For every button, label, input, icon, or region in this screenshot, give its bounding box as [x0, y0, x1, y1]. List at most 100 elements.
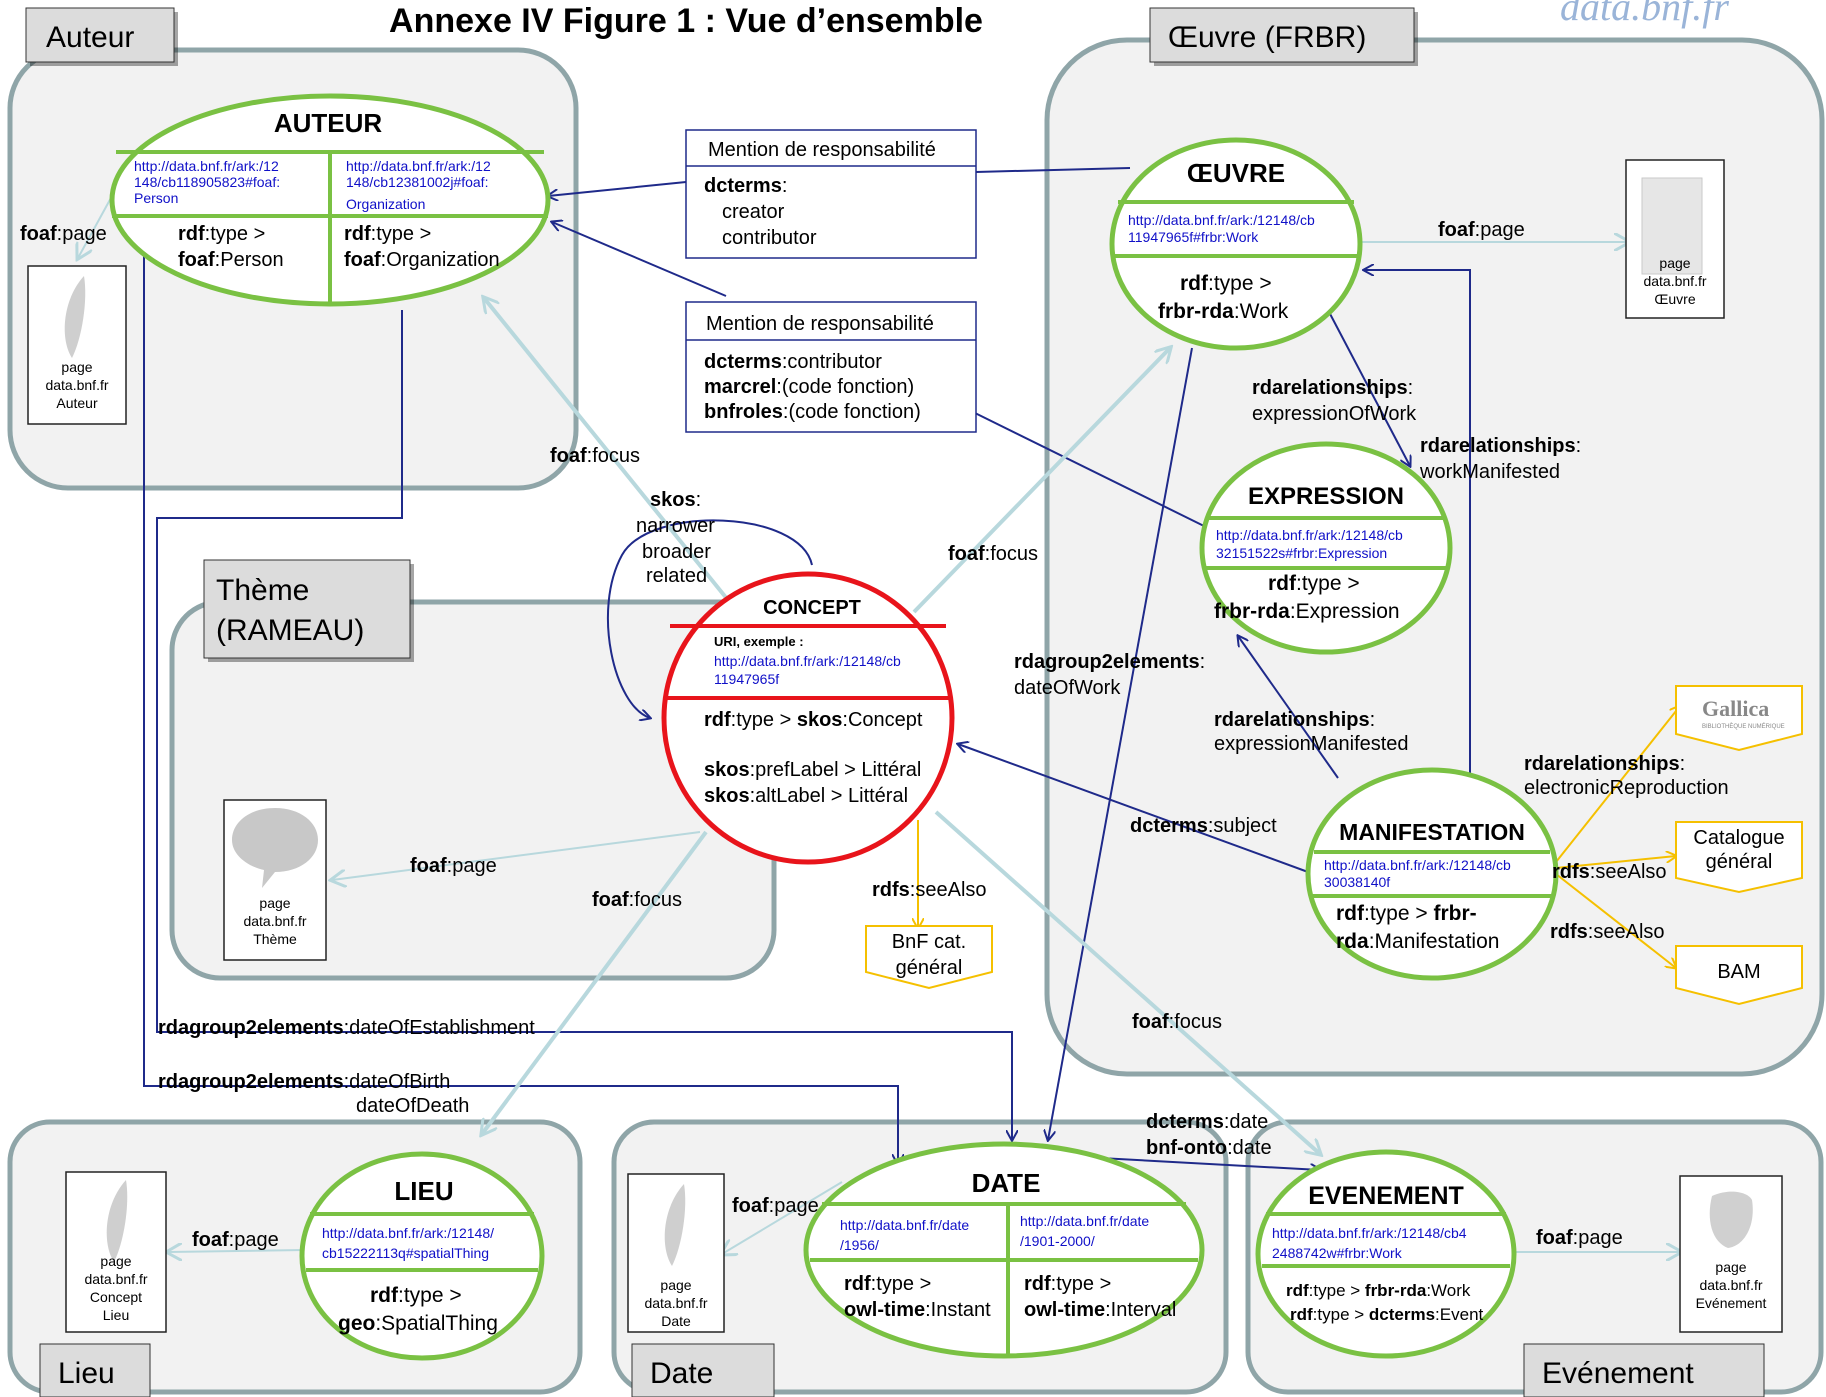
svg-text:http://data.bnf.fr/ark:/12: http://data.bnf.fr/ark:/12 — [134, 158, 279, 174]
svg-text:rda:Manifestation: rda:Manifestation — [1336, 930, 1499, 953]
svg-text:bnf-onto:date: bnf-onto:date — [1146, 1137, 1272, 1159]
node-expression: EXPRESSION http://data.bnf.fr/ark:/12148… — [1199, 441, 1453, 655]
node-concept-title: CONCEPT — [763, 597, 861, 619]
svg-text:data.bnf.fr: data.bnf.fr — [644, 1295, 707, 1311]
edge-concept-lieu-focus — [482, 830, 708, 1134]
relations-foaf — [482, 298, 1320, 1154]
svg-text:/1901-2000/: /1901-2000/ — [1020, 1233, 1095, 1249]
svg-text:rdagroup2elements:dateOfEstabl: rdagroup2elements:dateOfEstablishment — [158, 1017, 535, 1039]
edge-auteur-page — [78, 195, 113, 258]
svg-text:dateOfWork: dateOfWork — [1014, 677, 1121, 699]
svg-text:contributor: contributor — [722, 227, 817, 249]
svg-text:rdf:type >: rdf:type > — [1024, 1273, 1111, 1295]
page-oeuvre: page data.bnf.fr Œuvre — [1625, 159, 1725, 319]
edge-date-page — [722, 1181, 843, 1254]
node-date: DATE http://data.bnf.fr/date /1956/ http… — [803, 1141, 1205, 1359]
svg-text:rdagroup2elements:: rdagroup2elements: — [1014, 651, 1205, 673]
diagram-title: Annexe IV Figure 1 : Vue d’ensemble — [389, 2, 983, 40]
svg-text:148/cb118905823#foaf:: 148/cb118905823#foaf: — [134, 174, 280, 190]
svg-text:rdarelationships:: rdarelationships: — [1420, 435, 1581, 457]
edge-auteur-birth — [143, 222, 898, 1164]
edge-manifestation-concept — [958, 744, 1309, 873]
group-label-date: Date — [631, 1343, 775, 1397]
svg-text:BAM: BAM — [1717, 961, 1760, 983]
edge-concept-self — [606, 519, 813, 718]
svg-text:http://data.bnf.fr/ark:/12148/: http://data.bnf.fr/ark:/12148/cb — [1324, 857, 1511, 873]
svg-text:/1956/: /1956/ — [840, 1237, 879, 1253]
page-evenement: page data.bnf.fr Evénement — [1679, 1175, 1783, 1333]
svg-text:foaf:Person: foaf:Person — [178, 249, 284, 271]
svg-text:général: général — [896, 957, 963, 979]
svg-text:bnfroles:(code fonction): bnfroles:(code fonction) — [704, 401, 921, 423]
svg-text:frbr-rda:Expression: frbr-rda:Expression — [1214, 600, 1400, 623]
node-concept: CONCEPT URI, exemple : http://data.bnf.f… — [661, 571, 955, 865]
edge-labels: foaf:page foaf:page foaf:page foaf:page … — [20, 219, 1729, 1251]
svg-text:foaf:page: foaf:page — [1536, 1227, 1623, 1249]
node-manifestation: MANIFESTATION http://data.bnf.fr/ark:/12… — [1305, 767, 1559, 981]
svg-text:URI, exemple :: URI, exemple : — [714, 634, 804, 649]
svg-text:dateOfDeath: dateOfDeath — [356, 1095, 469, 1117]
node-lieu: LIEU http://data.bnf.fr/ark:/12148/ cb15… — [299, 1151, 545, 1361]
svg-text:rdfs:seeAlso: rdfs:seeAlso — [872, 879, 987, 901]
svg-text:dcterms:: dcterms: — [704, 175, 787, 197]
quill-icon — [106, 1180, 128, 1262]
svg-text:Mention de responsabilité: Mention de responsabilité — [706, 313, 934, 335]
svg-text:rdfs:seeAlso: rdfs:seeAlso — [1552, 861, 1667, 883]
quill-icon — [664, 1184, 686, 1266]
group-label-theme: Thème (RAMEAU) — [203, 559, 414, 662]
svg-text:page: page — [1715, 1259, 1746, 1275]
svg-text:owl-time:Instant: owl-time:Instant — [844, 1299, 991, 1321]
svg-text:Thème: Thème — [253, 931, 297, 947]
target-bnf-cat: BnF cat. général — [865, 925, 993, 990]
svg-text:foaf:page: foaf:page — [410, 855, 497, 877]
svg-text:expressionManifested: expressionManifested — [1214, 733, 1409, 755]
svg-text:Organization: Organization — [346, 196, 425, 212]
svg-text:http://data.bnf.fr/date: http://data.bnf.fr/date — [840, 1217, 969, 1233]
edge-date-evenement — [1099, 1157, 1320, 1170]
edge-manifestation-oeuvre — [1364, 270, 1471, 782]
svg-text:page: page — [1659, 255, 1690, 271]
node-expression-title: EXPRESSION — [1248, 483, 1404, 510]
svg-text:http://data.bnf.fr/ark:/12: http://data.bnf.fr/ark:/12 — [346, 158, 491, 174]
group-label-evenement: Evénement — [1523, 1343, 1765, 1397]
svg-text:workManifested: workManifested — [1419, 461, 1560, 483]
node-evenement-title: EVENEMENT — [1308, 1182, 1464, 1210]
svg-text:Catalogue: Catalogue — [1693, 827, 1784, 849]
svg-text:rdf:type >: rdf:type > — [370, 1284, 462, 1307]
node-oeuvre: ŒUVRE http://data.bnf.fr/ark:/12148/cb 1… — [1109, 137, 1363, 351]
edge-manifestation-gallica — [1555, 706, 1680, 863]
svg-text:rdf:type >: rdf:type > — [1180, 272, 1272, 295]
svg-text:dcterms:date: dcterms:date — [1146, 1111, 1268, 1133]
svg-text:geo:SpatialThing: geo:SpatialThing — [338, 1312, 498, 1335]
target-bam: BAM — [1675, 945, 1803, 1006]
speech-bubble-icon — [232, 808, 318, 888]
book-icon — [1641, 177, 1703, 275]
edge-mention1-auteur — [548, 181, 687, 196]
svg-text:data.bnf.fr: data.bnf.fr — [243, 913, 306, 929]
edge-mention2-auteur — [552, 222, 727, 297]
svg-text:foaf:focus: foaf:focus — [1132, 1011, 1222, 1033]
svg-text:page: page — [100, 1253, 131, 1269]
edge-concept-theme-page — [332, 831, 701, 880]
svg-text:Evénement: Evénement — [1542, 1357, 1694, 1390]
svg-text:général: général — [1706, 851, 1773, 873]
target-catalogue: Catalogue général — [1675, 821, 1803, 894]
svg-text:Concept: Concept — [90, 1289, 142, 1305]
svg-text:30038140f: 30038140f — [1324, 874, 1390, 890]
svg-text:BIBLIOTHÈQUE NUMÉRIQUE: BIBLIOTHÈQUE NUMÉRIQUE — [1702, 723, 1785, 730]
group-label-lieu: Lieu — [39, 1343, 151, 1397]
svg-text:Person: Person — [134, 190, 178, 206]
svg-text:foaf:page: foaf:page — [732, 1195, 819, 1217]
edge-manifestation-catalogue — [1555, 856, 1676, 869]
edge-oeuvre-mention1 — [975, 167, 1131, 173]
svg-text:rdf:type >: rdf:type > — [1268, 572, 1360, 595]
svg-text:electronicReproduction: electronicReproduction — [1524, 777, 1729, 799]
svg-text:expressionOfWork: expressionOfWork — [1252, 403, 1417, 425]
group-label-oeuvre: Œuvre (FRBR) — [1149, 7, 1418, 66]
svg-text:dcterms:contributor: dcterms:contributor — [704, 351, 882, 373]
node-oeuvre-title: ŒUVRE — [1187, 158, 1285, 188]
svg-text:rdarelationships:: rdarelationships: — [1214, 709, 1375, 731]
svg-text:32151522s#frbr:Expression: 32151522s#frbr:Expression — [1216, 545, 1387, 561]
svg-text:Mention de responsabilité: Mention de responsabilité — [708, 139, 936, 161]
svg-text:foaf:page: foaf:page — [1438, 219, 1525, 241]
